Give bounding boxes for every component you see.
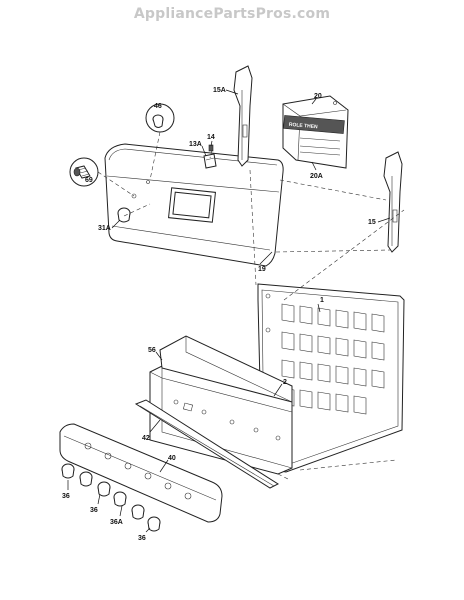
- knob-36-c: [97, 481, 111, 497]
- callout-42: 42: [142, 435, 150, 442]
- callout-2: 2: [283, 379, 287, 386]
- inset-screw-69: [69, 157, 99, 187]
- control-panel: [104, 143, 284, 267]
- callout-31a: 31A: [98, 225, 111, 232]
- callout-36-2: 36: [90, 507, 98, 514]
- knob-36-b: [79, 471, 93, 487]
- callout-15a: 15A: [213, 87, 226, 94]
- callout-20: 20: [314, 93, 322, 100]
- end-bracket-right: [383, 151, 403, 253]
- callout-13a: 13A: [189, 141, 202, 148]
- manifold-cover-56: [159, 335, 293, 403]
- callout-36-1: 36: [62, 493, 70, 500]
- trim-strip-42: [134, 399, 280, 489]
- callout-69: 69: [85, 177, 93, 184]
- lower-control-panel: [59, 423, 223, 523]
- callout-1: 1: [320, 297, 324, 304]
- callout-19: 19: [258, 266, 266, 273]
- rear-panel: [257, 283, 405, 473]
- leader-lines: [67, 89, 391, 533]
- callout-14: 14: [207, 134, 215, 141]
- assembly-lines: [97, 131, 405, 481]
- control-overlay-text: ROLE THEN: [289, 122, 319, 131]
- knob-36a: [131, 504, 145, 520]
- switch-13a: [203, 153, 217, 169]
- callout-20a: 20A: [310, 173, 323, 180]
- knob-31a: [117, 207, 131, 223]
- callout-15: 15: [368, 219, 376, 226]
- callout-36a: 36A: [110, 519, 123, 526]
- callout-46: 46: [154, 103, 162, 110]
- electronic-clock-control: ROLE THEN: [282, 95, 349, 169]
- callout-36-3: 36: [138, 535, 146, 542]
- callout-40: 40: [168, 455, 176, 462]
- end-bracket-left: [233, 65, 253, 167]
- knob-36-a: [61, 463, 75, 479]
- knob-36-e: [147, 516, 161, 532]
- watermark-logo: AppliancePartsPros.com: [133, 6, 331, 22]
- callout-56: 56: [148, 347, 156, 354]
- knob-36-d: [113, 491, 127, 507]
